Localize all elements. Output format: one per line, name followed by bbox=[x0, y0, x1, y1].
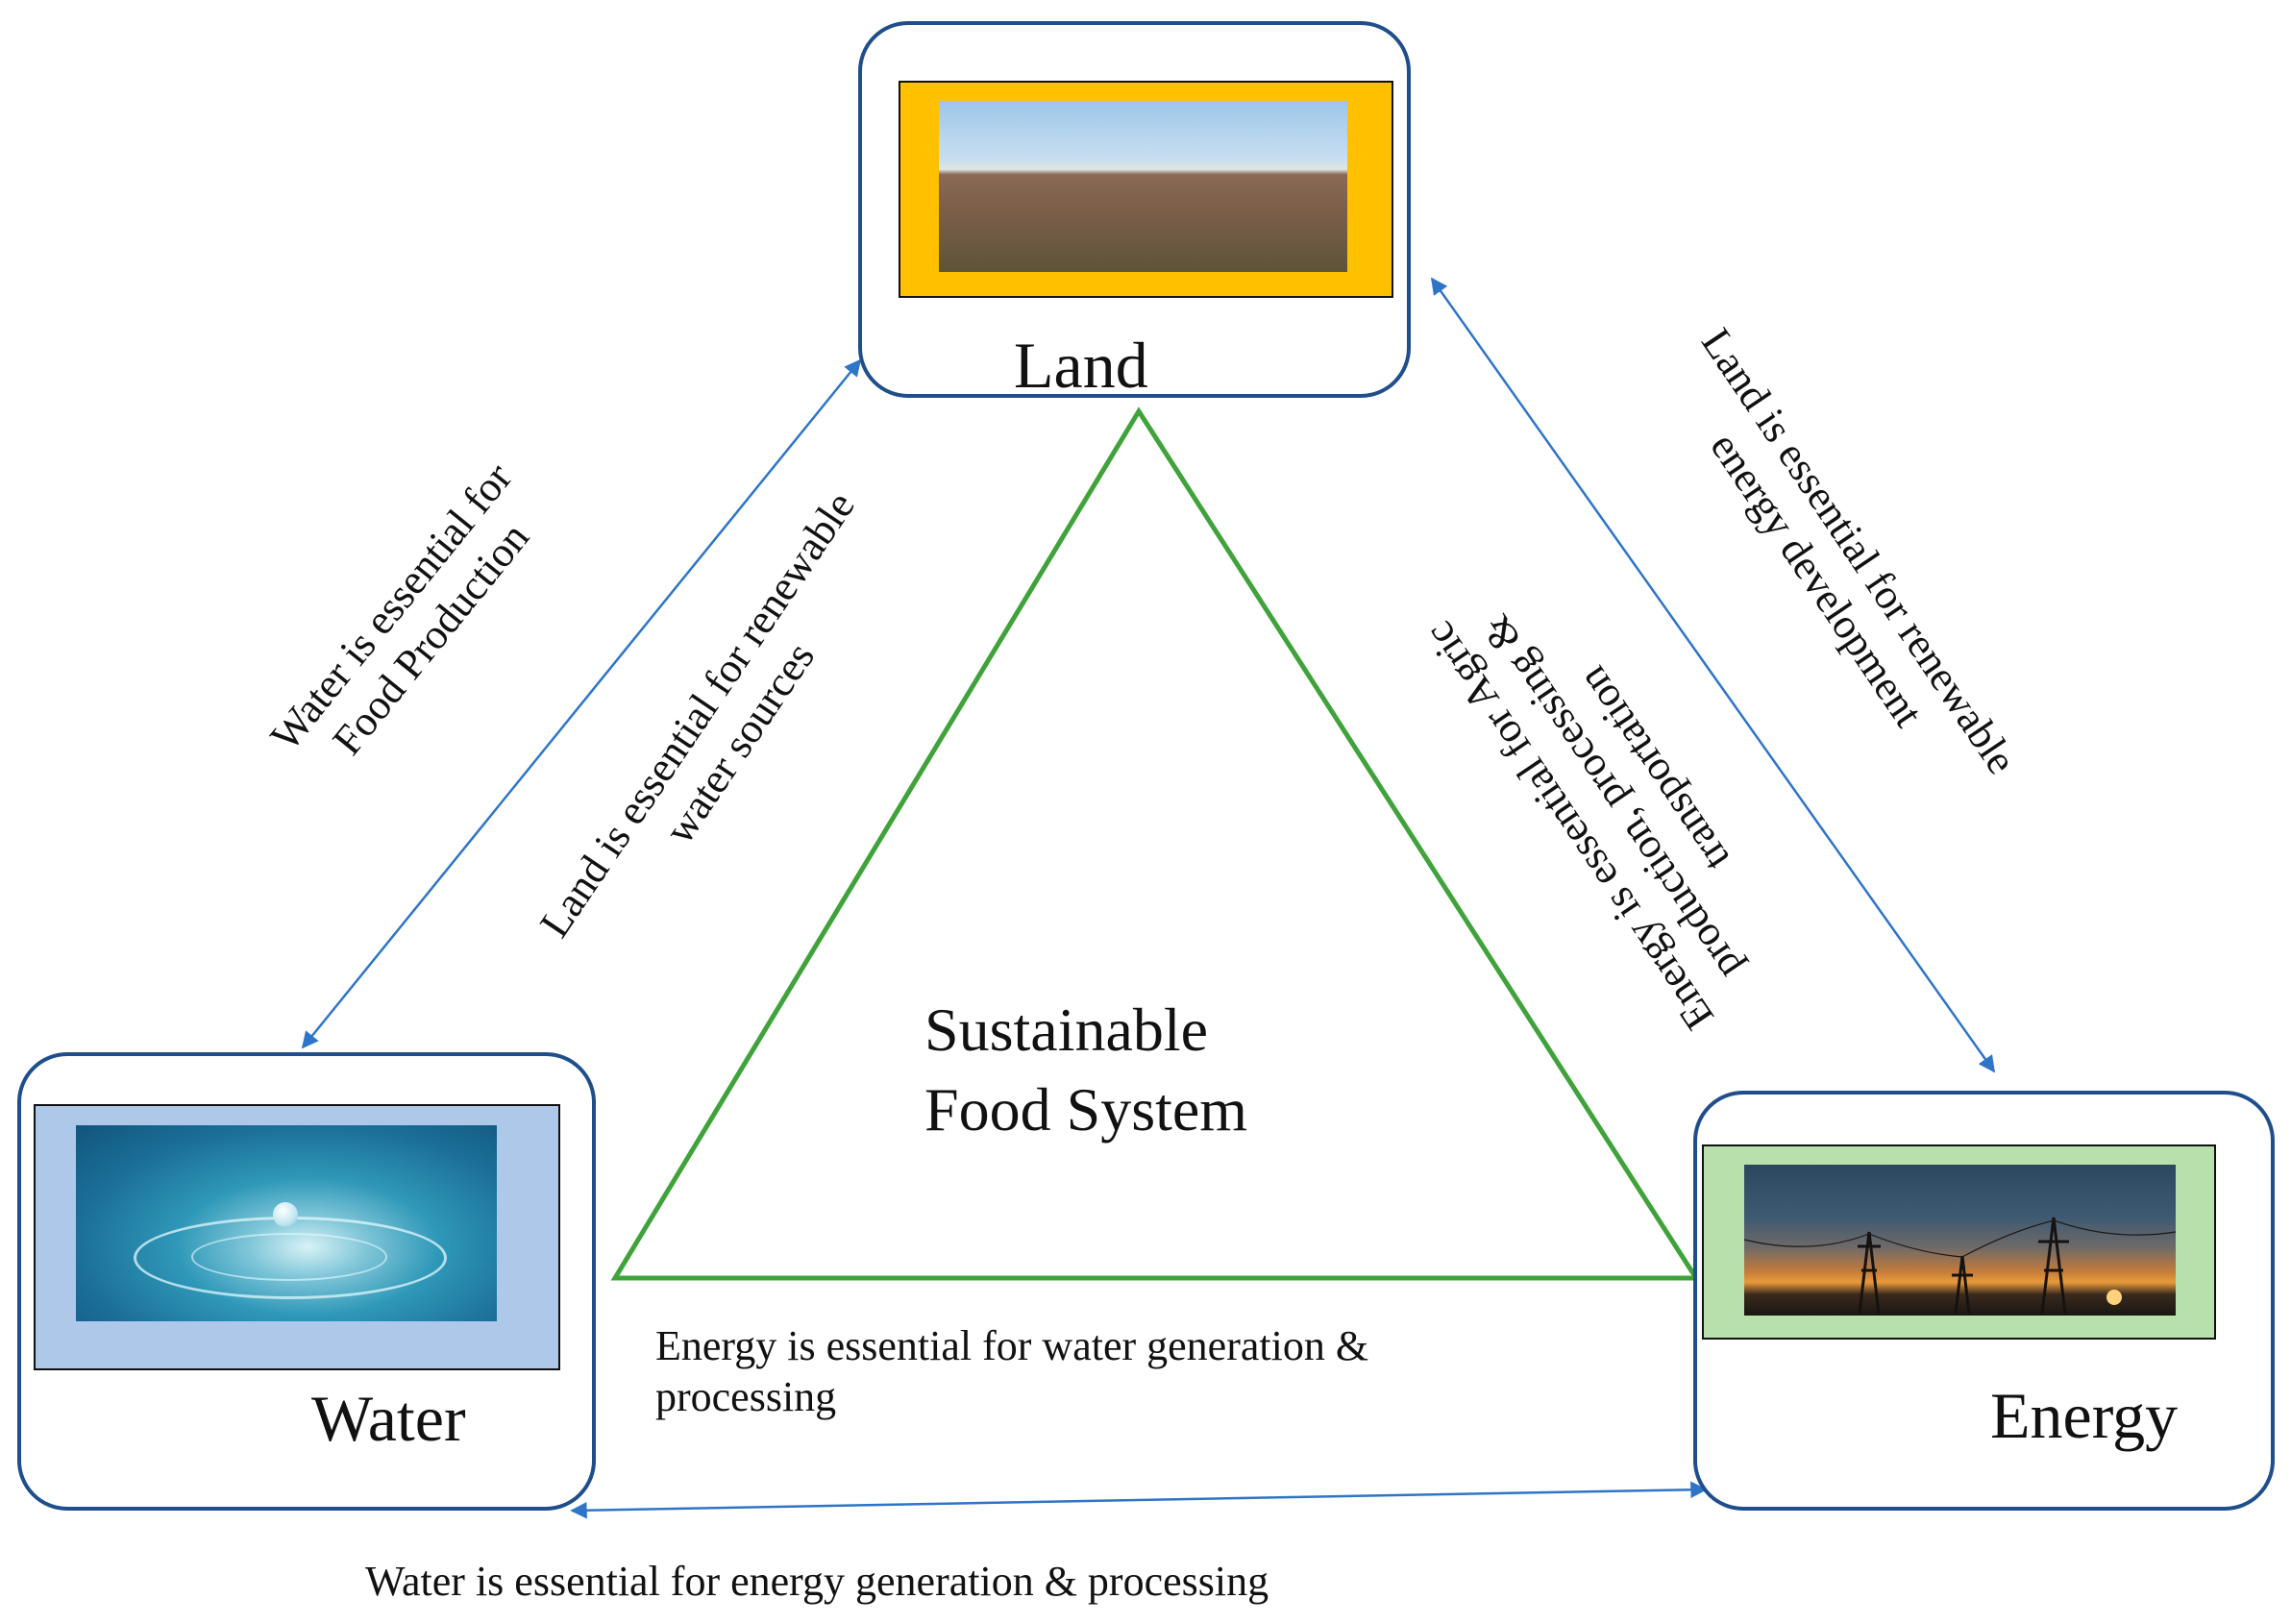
land-image-frame bbox=[899, 81, 1393, 298]
arrow-water-land bbox=[301, 358, 862, 1049]
energy-image-frame bbox=[1702, 1144, 2216, 1340]
power-lines-sunset-photo-icon bbox=[1744, 1165, 2176, 1316]
pylons-silhouette bbox=[1744, 1217, 2176, 1315]
energy-label: Energy bbox=[1990, 1379, 2179, 1452]
land-node: Land bbox=[858, 21, 1411, 398]
arrow-land-energy bbox=[1430, 277, 1996, 1073]
water-drop-photo-icon bbox=[76, 1125, 497, 1321]
ripple-ring bbox=[191, 1233, 387, 1281]
water-image-frame bbox=[34, 1104, 560, 1370]
water-node: Water bbox=[17, 1052, 596, 1511]
energy-water-outer-label: Water is essential for energy generation… bbox=[365, 1558, 1269, 1605]
droplet bbox=[273, 1202, 298, 1227]
energy-water-inner-label: Energy is essential for water generation… bbox=[655, 1322, 1369, 1420]
water-label: Water bbox=[311, 1382, 466, 1455]
food-system-triangle bbox=[610, 406, 1701, 1281]
landscape-photo-icon bbox=[939, 101, 1347, 272]
energy-node: Energy bbox=[1693, 1091, 2275, 1511]
center-label-line1: Sustainable bbox=[924, 996, 1209, 1064]
arrow-water-energy bbox=[570, 1481, 1708, 1519]
center-label: Sustainable Food System bbox=[924, 990, 1247, 1149]
center-label-line2: Food System bbox=[924, 1075, 1248, 1144]
land-label: Land bbox=[1014, 329, 1148, 402]
